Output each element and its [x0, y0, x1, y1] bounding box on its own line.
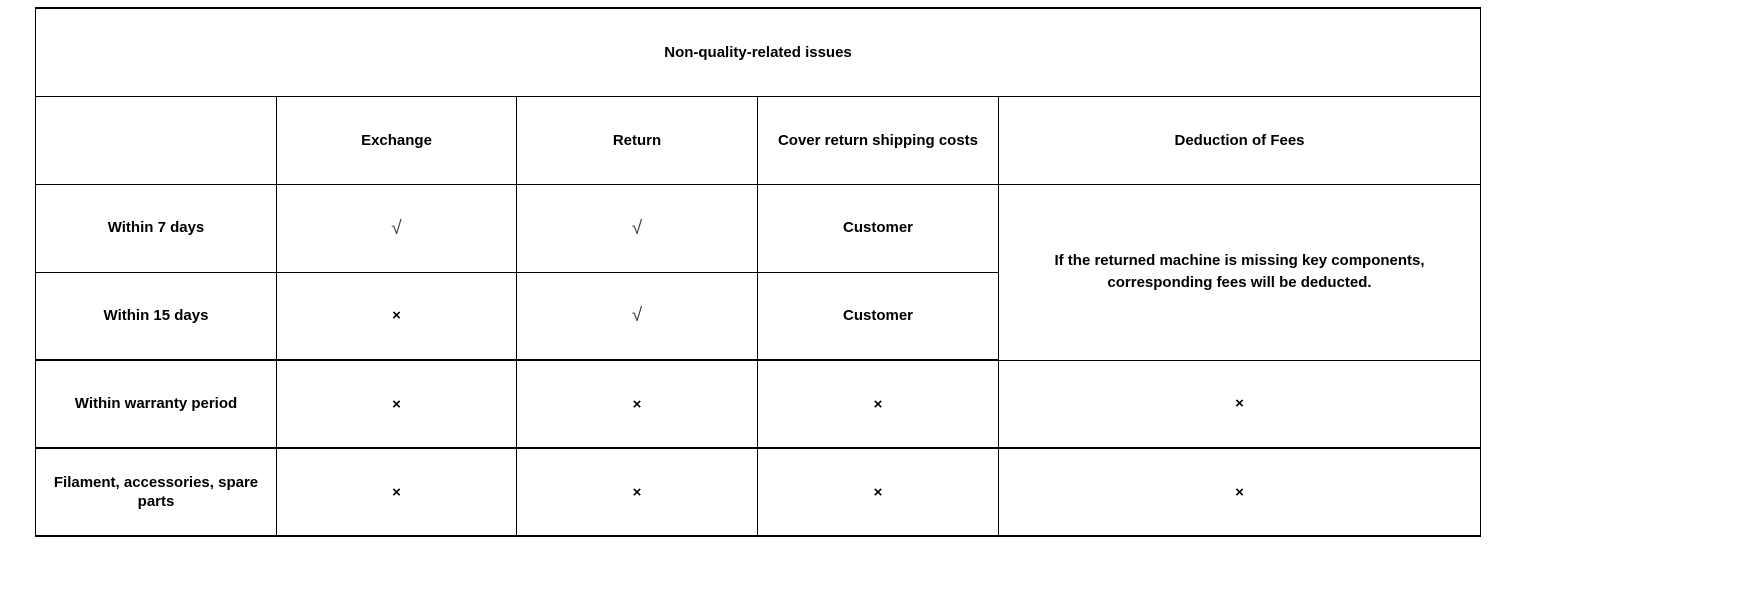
table-row: Within warranty period × × × ×	[35, 359, 1482, 449]
cell-within-15-days-return: √	[516, 271, 758, 361]
cross-icon: ×	[392, 395, 401, 413]
cell-filament-return: ×	[516, 447, 758, 537]
cell-filament-exchange: ×	[276, 447, 517, 537]
check-icon: √	[391, 217, 402, 239]
cell-filament-shipping: ×	[757, 447, 999, 537]
row-label-filament-accessories-spare-parts: Filament, accessories, spare parts	[35, 447, 277, 537]
header-cover-return-shipping-costs: Cover return shipping costs	[757, 95, 999, 185]
cell-fees-merged-note: If the returned machine is missing key c…	[997, 183, 1482, 361]
check-icon: √	[631, 305, 643, 327]
row-label-within-15-days: Within 15 days	[35, 271, 277, 361]
table-row: Within 7 days √ √ Customer If the return…	[35, 183, 1482, 361]
cell-within-15-days-exchange: ×	[276, 271, 517, 361]
header-exchange: Exchange	[276, 95, 517, 185]
cross-icon: ×	[392, 307, 401, 325]
cross-icon: ×	[392, 483, 401, 501]
check-icon: √	[631, 217, 643, 239]
table-title: Non-quality-related issues	[34, 7, 1482, 97]
table-header-row: Exchange Return Cover return shipping co…	[35, 95, 1482, 185]
cell-within-15-days-shipping: Customer	[757, 271, 999, 361]
cross-icon: ×	[1235, 483, 1244, 501]
cell-warranty-shipping: ×	[757, 359, 999, 449]
header-return: Return	[516, 95, 758, 185]
cell-warranty-return: ×	[516, 359, 758, 449]
cross-icon: ×	[1235, 395, 1244, 413]
table-title-row: Non-quality-related issues	[34, 7, 1482, 97]
cross-icon: ×	[632, 483, 642, 501]
cross-icon: ×	[632, 395, 642, 413]
header-deduction-of-fees: Deduction of Fees	[997, 95, 1482, 185]
cell-within-7-days-exchange: √	[276, 183, 517, 273]
table-row: Filament, accessories, spare parts × × ×…	[35, 447, 1482, 537]
header-corner-cell	[35, 95, 277, 185]
table-row: Within 15 days × √ Customer	[35, 271, 1481, 361]
cross-icon: ×	[873, 395, 883, 413]
cell-within-7-days-return: √	[516, 183, 758, 273]
cell-warranty-fees: ×	[997, 359, 1482, 449]
cross-icon: ×	[873, 483, 883, 501]
row-label-within-warranty-period: Within warranty period	[35, 359, 277, 449]
cell-within-7-days-shipping: Customer	[757, 183, 999, 273]
cell-warranty-exchange: ×	[276, 359, 517, 449]
row-label-within-7-days: Within 7 days	[35, 183, 277, 273]
return-policy-table: Non-quality-related issues Exchange Retu…	[34, 7, 1482, 537]
cell-filament-fees: ×	[997, 447, 1482, 537]
